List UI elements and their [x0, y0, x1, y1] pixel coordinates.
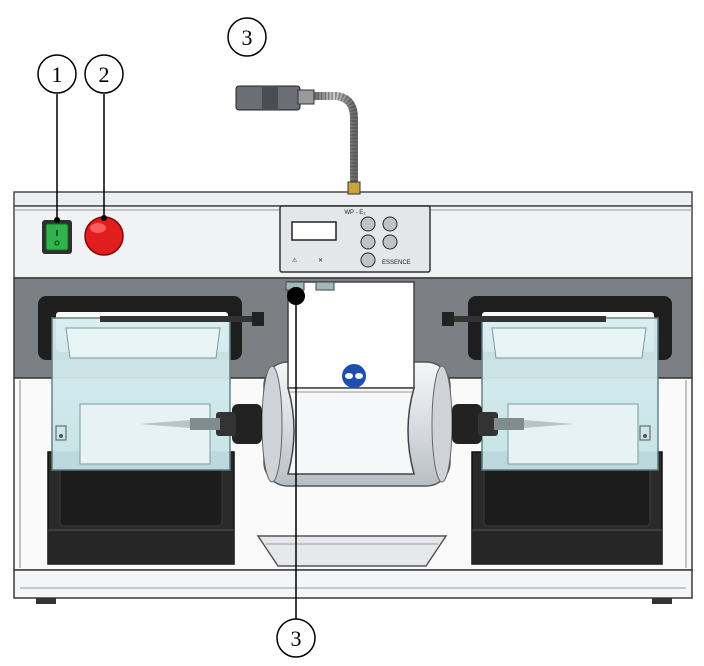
main-switch[interactable] [42, 220, 72, 254]
left-spindle [140, 404, 262, 444]
svg-text:3: 3 [242, 25, 253, 50]
right-spindle [452, 404, 574, 444]
callout-1: 1 [37, 54, 77, 94]
collection-tray [256, 535, 448, 567]
panel-display [291, 221, 337, 241]
fan-icon: ✕ [318, 258, 323, 264]
motor-cover [287, 281, 415, 475]
left-glass-hood [51, 317, 231, 471]
svg-text:1: 1 [52, 62, 63, 87]
callout-2: 2 [84, 54, 124, 94]
warning-icon: ⚠ [292, 257, 298, 264]
panel-buttons[interactable] [360, 216, 398, 268]
cabinet-base [13, 569, 693, 604]
callout-leaders [54, 94, 305, 620]
emergency-stop-button[interactable] [84, 216, 124, 256]
safety-goggles-icon [342, 364, 366, 388]
callout-3-top: 3 [227, 17, 267, 57]
svg-text:2: 2 [99, 62, 110, 87]
panel-model-label: WP - E₂ [344, 210, 366, 216]
svg-text:3: 3 [291, 626, 302, 651]
gooseneck-lamp [235, 85, 361, 195]
callout-3-bottom: 3 [276, 618, 316, 658]
hood-rods [100, 312, 606, 326]
right-glass-hood [481, 317, 659, 471]
control-panel: WP - E₂ ⚠ ✕ ESSENCE [279, 205, 431, 273]
brand-logo: ESSENCE [382, 260, 411, 266]
